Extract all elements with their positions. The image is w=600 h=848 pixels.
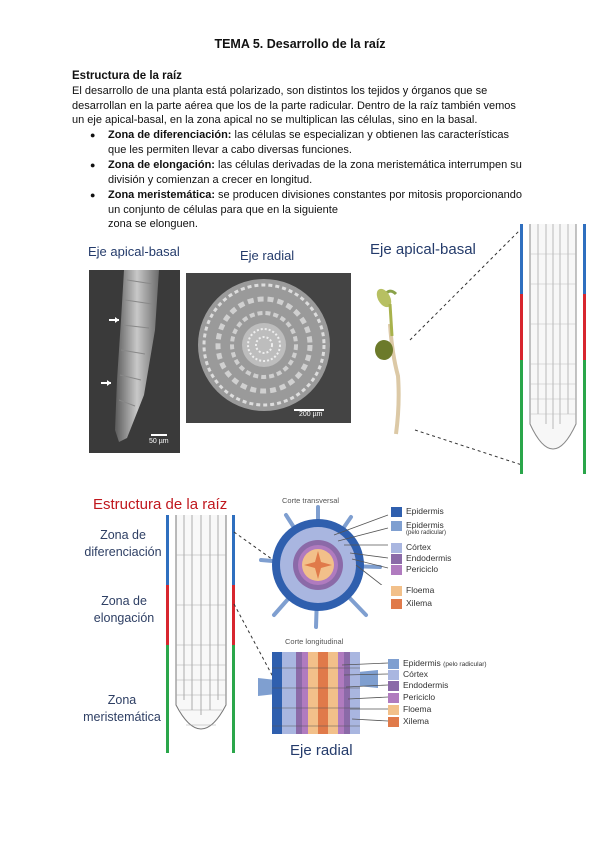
bullet-elongacion: ● Zona de elongación: las células deriva…: [90, 158, 548, 187]
intro-line: El desarrollo de una planta está polariz…: [72, 85, 488, 97]
bullet-term: Zona de elongación:: [108, 159, 215, 171]
scale-bar-label: 200 µm: [299, 411, 323, 418]
legend-label: Floema: [403, 704, 432, 714]
sem-root-tip-image: 50 µm: [89, 270, 180, 453]
label-eje-apical-basal: Eje apical-basal: [88, 244, 180, 259]
connector-lines-2: [233, 531, 281, 691]
bullet-diferenciacion: ● Zona de diferenciación: las células se…: [90, 128, 548, 157]
legend-sublabel: (pelo radicular): [406, 530, 447, 536]
legend-label: Epidermis (pelo radicular): [403, 658, 487, 668]
legend-label: Xilema: [406, 598, 432, 608]
corte-transversal-label: Corte transversal: [282, 496, 340, 505]
legend-sublabel: (pelo radicular): [443, 661, 487, 668]
legend-label: Floema: [406, 585, 435, 595]
legend-label: Epidermis: [406, 506, 444, 516]
legend-swatch: [391, 565, 402, 575]
legend-label: Endodermis: [403, 680, 449, 690]
legend-label: Epidermis: [406, 520, 444, 530]
root-zones-diagram-1: [520, 224, 586, 474]
bullet-text: división y comienzan a crecer en longitu…: [108, 173, 313, 186]
label-eje-radial: Eje radial: [240, 248, 295, 263]
legend-swatch: [391, 521, 402, 531]
legend-swatch: [388, 705, 399, 715]
bullet-text: las células derivadas de la zona meriste…: [214, 159, 522, 171]
scale-bar-label: 50 µm: [149, 438, 169, 445]
legend-swatch: [391, 586, 402, 596]
legend-swatch: [388, 681, 399, 691]
bullet-text: las células se especializan y obtienen l…: [231, 129, 510, 141]
bullet-text: se producen divisiones constantes por mi…: [214, 189, 522, 201]
section-heading: Estructura de la raíz: [72, 70, 182, 82]
bullet-meristematica: ● Zona meristemática: se producen divisi…: [90, 188, 548, 232]
figure2-title: Estructura de la raíz: [93, 496, 228, 513]
legend-leaders-1: [333, 514, 389, 585]
page-title: TEMA 5. Desarrollo de la raíz: [214, 37, 386, 51]
bullet-text: zona se elonguen.: [108, 218, 198, 230]
legend-label: Periciclo: [403, 692, 436, 702]
longitudinal-section-diagram: [258, 648, 378, 738]
legend-swatch: [388, 670, 399, 680]
bullet-term: Zona de diferenciación:: [108, 129, 232, 141]
bullet-term: Zona meristemática:: [108, 189, 215, 201]
legend-swatch: [388, 659, 399, 669]
intro-line: desarrollan en la parte aérea que los de…: [72, 99, 516, 112]
intro-line: un eje apical-basal, en la zona apical n…: [72, 114, 478, 126]
legend-label: Xilema: [403, 716, 429, 726]
legend-label: Periciclo: [406, 564, 439, 574]
legend-label: Endodermis: [406, 553, 452, 563]
bullet-text: que les permiten llevar a cabo diversas …: [108, 143, 352, 156]
legend-swatch: [391, 599, 402, 609]
legend-swatch: [391, 507, 402, 517]
label-eje-apical-basal-2: Eje apical-basal: [370, 241, 476, 258]
intro-paragraph: El desarrollo de una planta está polariz…: [72, 84, 532, 128]
zone-label-meristematica: Zona meristemática: [83, 693, 161, 724]
legend-label: Córtex: [403, 669, 429, 679]
zone-label-diferenciacion: Zona de diferenciación: [84, 528, 162, 559]
bullet-text: un conjunto de células para que en la si…: [108, 203, 338, 216]
connector-lines: [409, 227, 523, 466]
seedling-image: [370, 284, 410, 454]
corte-longitudinal-label: Corte longitudinal: [285, 637, 344, 646]
zone-label-elongacion: Zona de elongación: [93, 594, 155, 625]
bullet-dot-icon: ●: [90, 190, 96, 200]
legend-swatch: [388, 693, 399, 703]
bullet-dot-icon: ●: [90, 160, 96, 170]
cross-section-diagram: [256, 505, 386, 630]
legend-label-main: Epidermis: [403, 658, 441, 668]
legend-swatch: [388, 717, 399, 727]
legend-label: Córtex: [406, 542, 432, 552]
legend-leaders-2: [341, 662, 389, 722]
legend-swatch: [391, 554, 402, 564]
root-zones-diagram-2: [166, 515, 236, 753]
sem-cross-section-image: 200 µm: [186, 273, 351, 423]
legend-swatch: [391, 543, 402, 553]
label-eje-radial-2: Eje radial: [290, 742, 353, 759]
bullet-dot-icon: ●: [90, 130, 96, 140]
